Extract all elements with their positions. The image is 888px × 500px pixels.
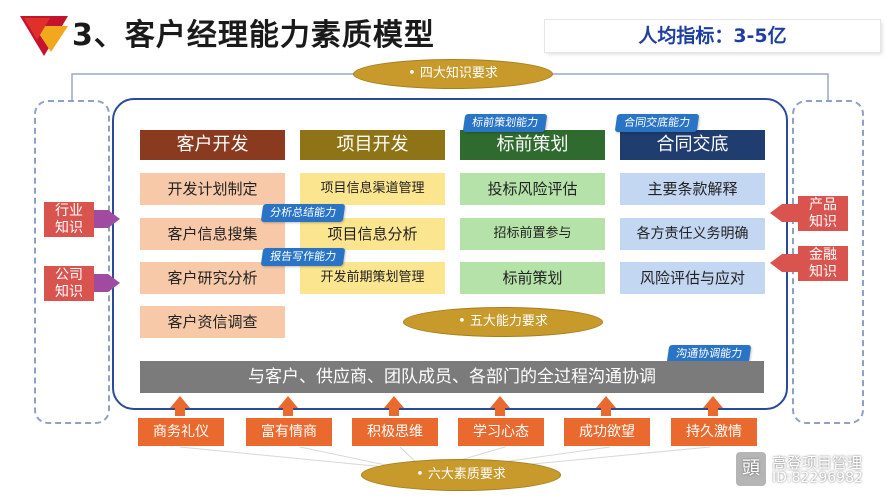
tag-contract-briefing-ability: 合同交底能力	[614, 114, 700, 132]
company-knowledge-line1: 公司	[55, 267, 83, 283]
header-contract-briefing: 合同交底	[620, 130, 765, 160]
cell-project-dev-2: 项目信息分析	[300, 218, 445, 250]
up-arrow-stem	[708, 408, 718, 416]
up-arrow-stem	[389, 408, 399, 416]
product-knowledge-line2: 知识	[809, 214, 837, 230]
cell-project-dev-1: 项目信息渠道管理	[300, 173, 445, 205]
company-arrow-stem	[94, 274, 108, 292]
cell-customer-dev-1: 开发计划制定	[140, 173, 285, 205]
product-arrow-icon	[770, 204, 782, 222]
product-knowledge-box: 产品 知识	[798, 196, 848, 231]
company-arrow-icon	[108, 274, 120, 292]
up-arrow-icon	[490, 396, 510, 408]
industry-knowledge-line1: 行业	[55, 203, 83, 219]
tag-pre-bid-planning-ability: 标前策划能力	[462, 114, 548, 132]
cell-contract-1: 主要条款解释	[620, 173, 765, 205]
cell-customer-dev-4: 客户资信调查	[140, 306, 285, 338]
quality-requirements-oval: • 六大素质要求	[362, 460, 560, 490]
header-project-development: 项目开发	[300, 130, 445, 160]
finance-knowledge-line1: 金融	[809, 247, 837, 263]
left-knowledge-frame	[34, 100, 110, 424]
up-arrow-stem	[175, 408, 185, 416]
logo	[20, 16, 68, 56]
finance-knowledge-box: 金融 知识	[798, 246, 848, 281]
company-knowledge-box: 公司 知识	[44, 266, 94, 301]
header-pre-bid-planning: 标前策划	[460, 130, 605, 160]
industry-knowledge-box: 行业 知识	[44, 202, 94, 237]
up-arrow-icon	[596, 396, 616, 408]
quality-positive-thinking: 积极思维	[352, 418, 438, 446]
up-arrow-stem	[495, 408, 505, 416]
cell-contract-3: 风险评估与应对	[620, 262, 765, 294]
cell-customer-dev-2: 客户信息搜集	[140, 218, 285, 250]
tag-analysis-summary-ability: 分析总结能力	[260, 204, 346, 222]
cell-pre-bid-2: 招标前置参与	[460, 218, 605, 250]
knowledge-requirements-oval: • 四大知识要求	[354, 60, 552, 88]
up-arrow-icon	[278, 396, 298, 408]
cell-pre-bid-1: 投标风险评估	[460, 173, 605, 205]
watermark-id: ID:82296982	[772, 470, 863, 486]
finance-arrow-stem	[782, 254, 798, 272]
product-knowledge-line1: 产品	[809, 197, 837, 213]
product-arrow-stem	[782, 204, 798, 222]
quality-learning-mindset: 学习心态	[458, 418, 544, 446]
cell-project-dev-3: 开发前期策划管理	[300, 262, 445, 294]
industry-arrow-stem	[94, 210, 108, 228]
page-title: 3、客户经理能力素质模型	[72, 18, 435, 53]
cell-pre-bid-3: 标前策划	[460, 262, 605, 294]
watermark-logo-icon: 頭	[736, 452, 766, 486]
watermark-name: 高登项目管理	[772, 454, 863, 472]
header-customer-development: 客户开发	[140, 130, 285, 160]
industry-knowledge-line2: 知识	[55, 220, 83, 236]
up-arrow-icon	[703, 396, 723, 408]
per-capita-metric: 人均指标：3-5亿	[545, 20, 880, 52]
quality-lasting-passion: 持久激情	[671, 418, 757, 446]
company-knowledge-line2: 知识	[55, 284, 83, 300]
finance-arrow-icon	[770, 254, 782, 272]
ability-requirements-oval: • 五大能力要求	[404, 308, 602, 336]
cell-contract-2: 各方责任义务明确	[620, 218, 765, 250]
finance-knowledge-line2: 知识	[809, 264, 837, 280]
quality-desire-to-succeed: 成功欲望	[564, 418, 650, 446]
up-arrow-stem	[601, 408, 611, 416]
quality-emotional-intelligence: 富有情商	[246, 418, 332, 446]
communication-bar: 与客户、供应商、团队成员、各部门的全过程沟通协调	[140, 361, 764, 393]
quality-business-etiquette: 商务礼仪	[138, 418, 224, 446]
tag-report-writing-ability: 报告写作能力	[260, 248, 346, 266]
up-arrow-icon	[170, 396, 190, 408]
up-arrow-icon	[384, 396, 404, 408]
up-arrow-stem	[283, 408, 293, 416]
industry-arrow-icon	[108, 210, 120, 228]
cell-customer-dev-3: 客户研究分析	[140, 262, 285, 294]
